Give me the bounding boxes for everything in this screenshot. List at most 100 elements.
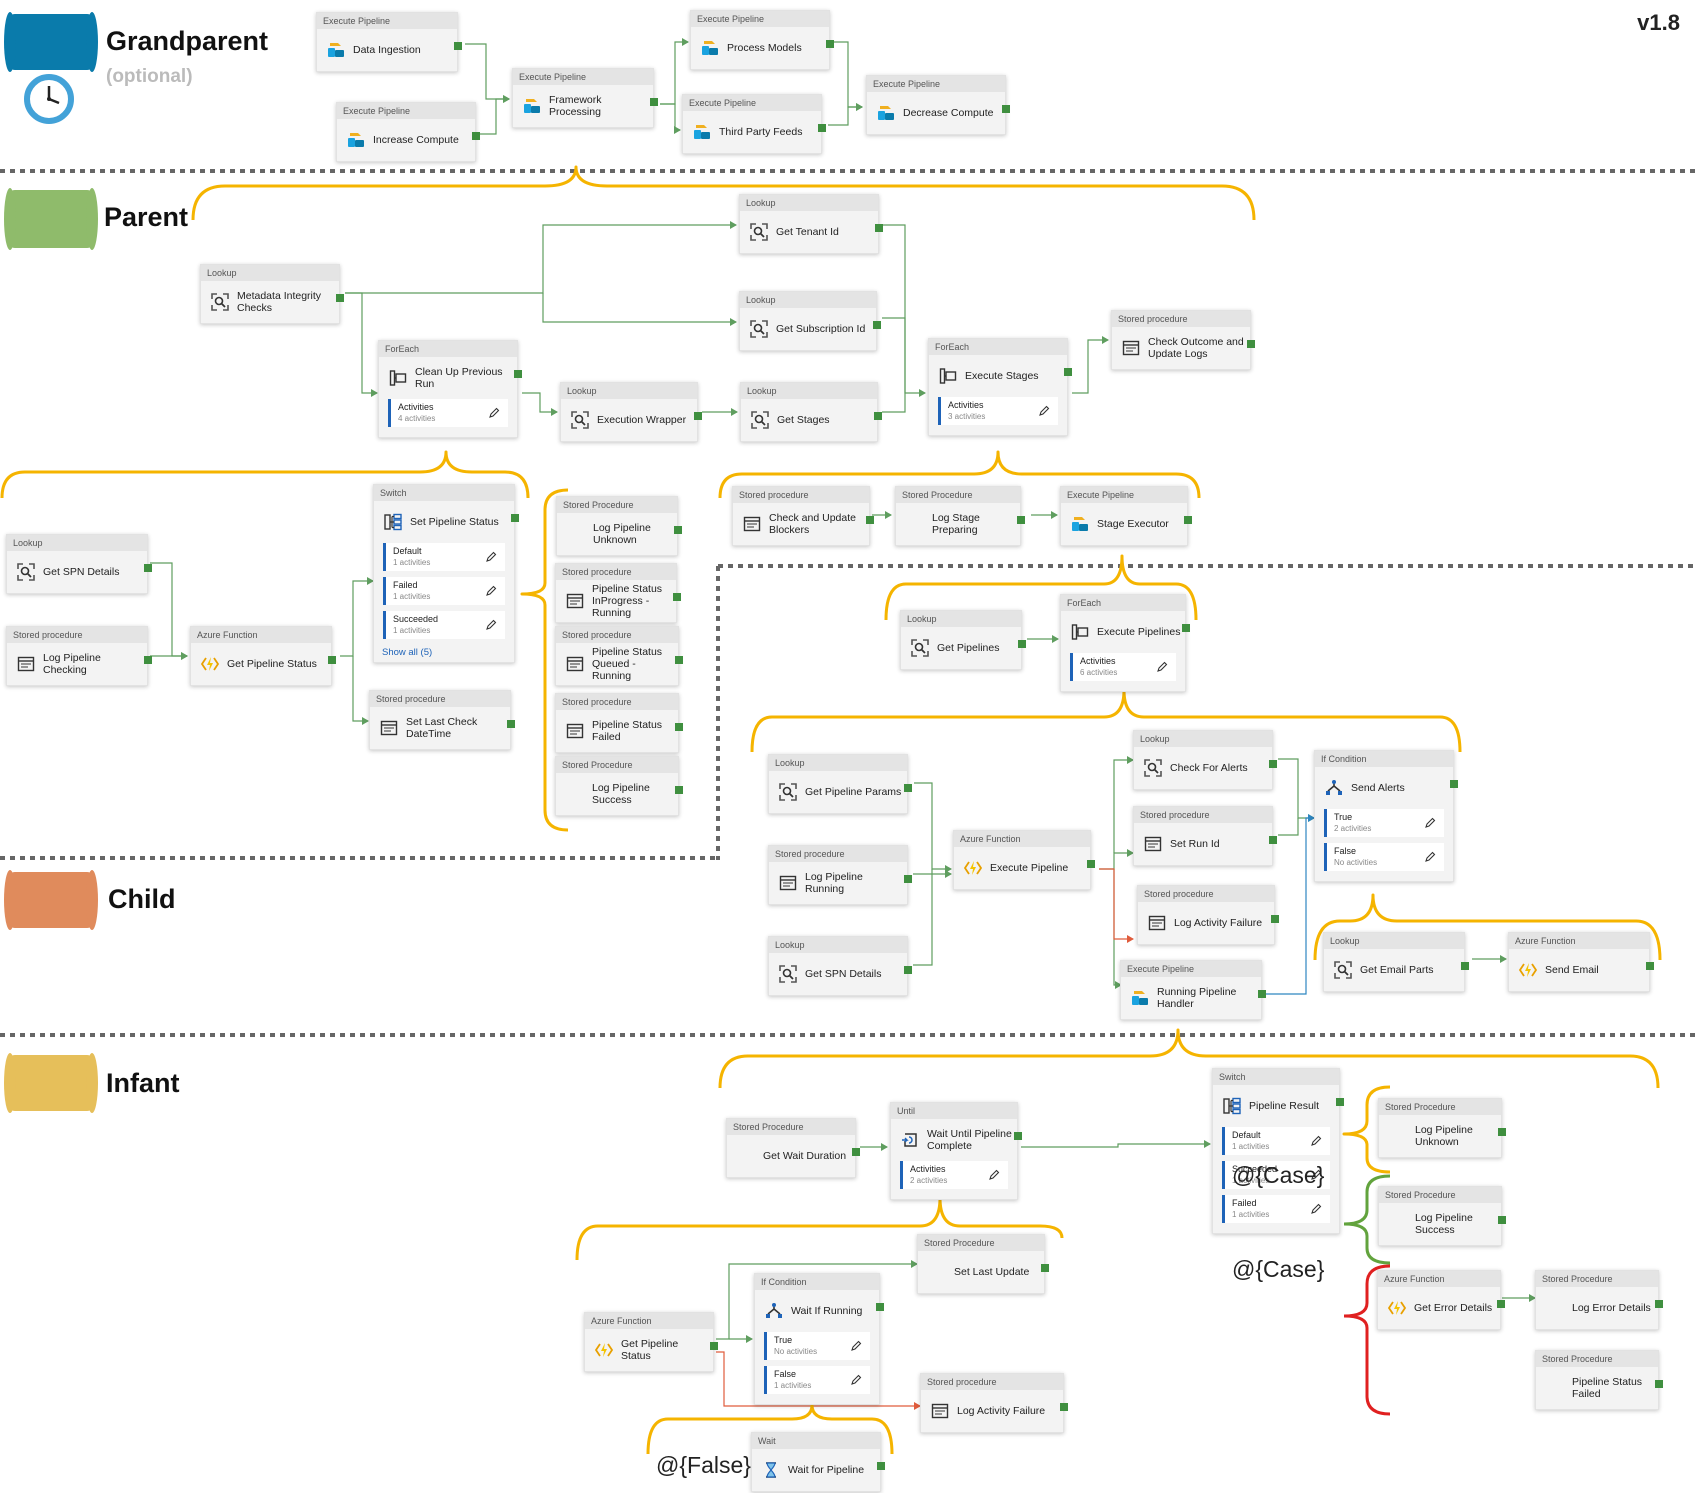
output-port[interactable] [1461, 962, 1469, 970]
output-port[interactable] [1014, 1132, 1022, 1140]
output-port[interactable] [1018, 640, 1026, 648]
output-port[interactable] [1646, 962, 1654, 970]
output-port[interactable] [876, 1303, 884, 1311]
output-port[interactable] [675, 723, 683, 731]
edit-pencil-icon[interactable] [850, 1339, 862, 1351]
edit-pencil-icon[interactable] [1156, 660, 1168, 672]
output-port[interactable] [1497, 1300, 1505, 1308]
output-port[interactable] [1002, 105, 1010, 113]
output-port[interactable] [874, 412, 882, 420]
output-port[interactable] [675, 786, 683, 794]
output-port[interactable] [514, 370, 522, 378]
output-port[interactable] [675, 656, 683, 664]
edit-pencil-icon[interactable] [488, 406, 500, 418]
output-port[interactable] [904, 875, 912, 883]
output-port[interactable] [818, 124, 826, 132]
output-port[interactable] [472, 132, 480, 140]
show-all-link[interactable]: Show all (5) [382, 647, 433, 658]
output-port[interactable] [1269, 760, 1277, 768]
output-port[interactable] [1450, 780, 1458, 788]
output-port[interactable] [673, 593, 681, 601]
output-port[interactable] [1041, 1264, 1049, 1272]
edit-pencil-icon[interactable] [1310, 1202, 1322, 1214]
output-port[interactable] [1064, 368, 1072, 376]
output-port[interactable] [511, 514, 519, 522]
output-port[interactable] [144, 656, 152, 664]
output-port[interactable] [1655, 1300, 1663, 1308]
output-port[interactable] [336, 294, 344, 302]
edit-pencil-icon[interactable] [1310, 1134, 1322, 1146]
edit-pencil-icon[interactable] [1424, 816, 1436, 828]
output-port[interactable] [866, 516, 874, 524]
output-port[interactable] [454, 42, 462, 50]
output-port[interactable] [710, 1342, 718, 1350]
output-port[interactable] [1655, 1380, 1663, 1388]
output-port[interactable] [1269, 836, 1277, 844]
edit-pencil-icon[interactable] [850, 1373, 862, 1385]
output-port[interactable] [1087, 860, 1095, 868]
output-port[interactable] [1498, 1128, 1506, 1136]
edit-pencil-icon[interactable] [485, 618, 497, 630]
output-port[interactable] [1271, 915, 1279, 923]
edit-pencil-icon[interactable] [485, 550, 497, 562]
output-port[interactable] [1247, 340, 1255, 348]
output-port[interactable] [1060, 1403, 1068, 1411]
output-port[interactable] [873, 321, 881, 329]
output-port[interactable] [144, 564, 152, 572]
output-port[interactable] [1182, 624, 1190, 632]
output-port[interactable] [674, 526, 682, 534]
output-port[interactable] [694, 412, 702, 420]
